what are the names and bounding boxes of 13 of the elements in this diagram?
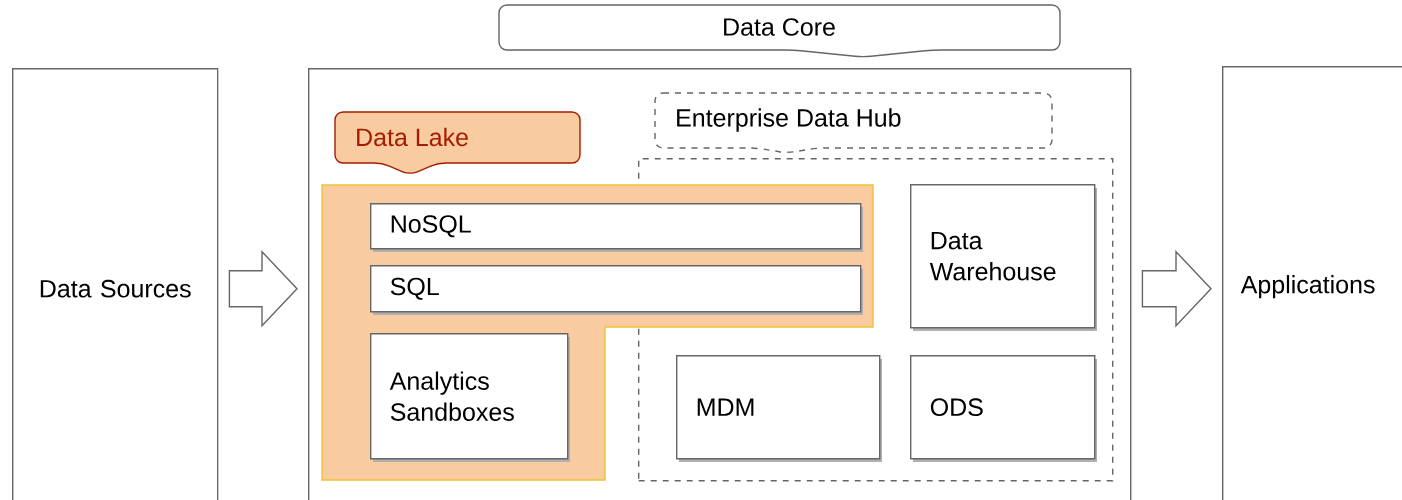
- process-box: Data Warehouse: [910, 184, 1097, 331]
- process-box: NoSQL: [370, 203, 863, 252]
- callout-label: Data Core: [498, 4, 1061, 58]
- process-box: MDM: [676, 355, 882, 462]
- column-box: Applications: [1222, 66, 1402, 500]
- block-arrow: [228, 249, 298, 328]
- callout-label: Data Lake: [334, 111, 581, 174]
- process-box: SQL: [370, 265, 863, 315]
- block-arrow: [1141, 249, 1212, 328]
- process-box: Analytics Sandboxes: [370, 333, 570, 462]
- callout-label: Enterprise Data Hub: [654, 92, 1053, 153]
- process-box: ODS: [910, 355, 1097, 462]
- column-box: Data Sources: [12, 68, 219, 500]
